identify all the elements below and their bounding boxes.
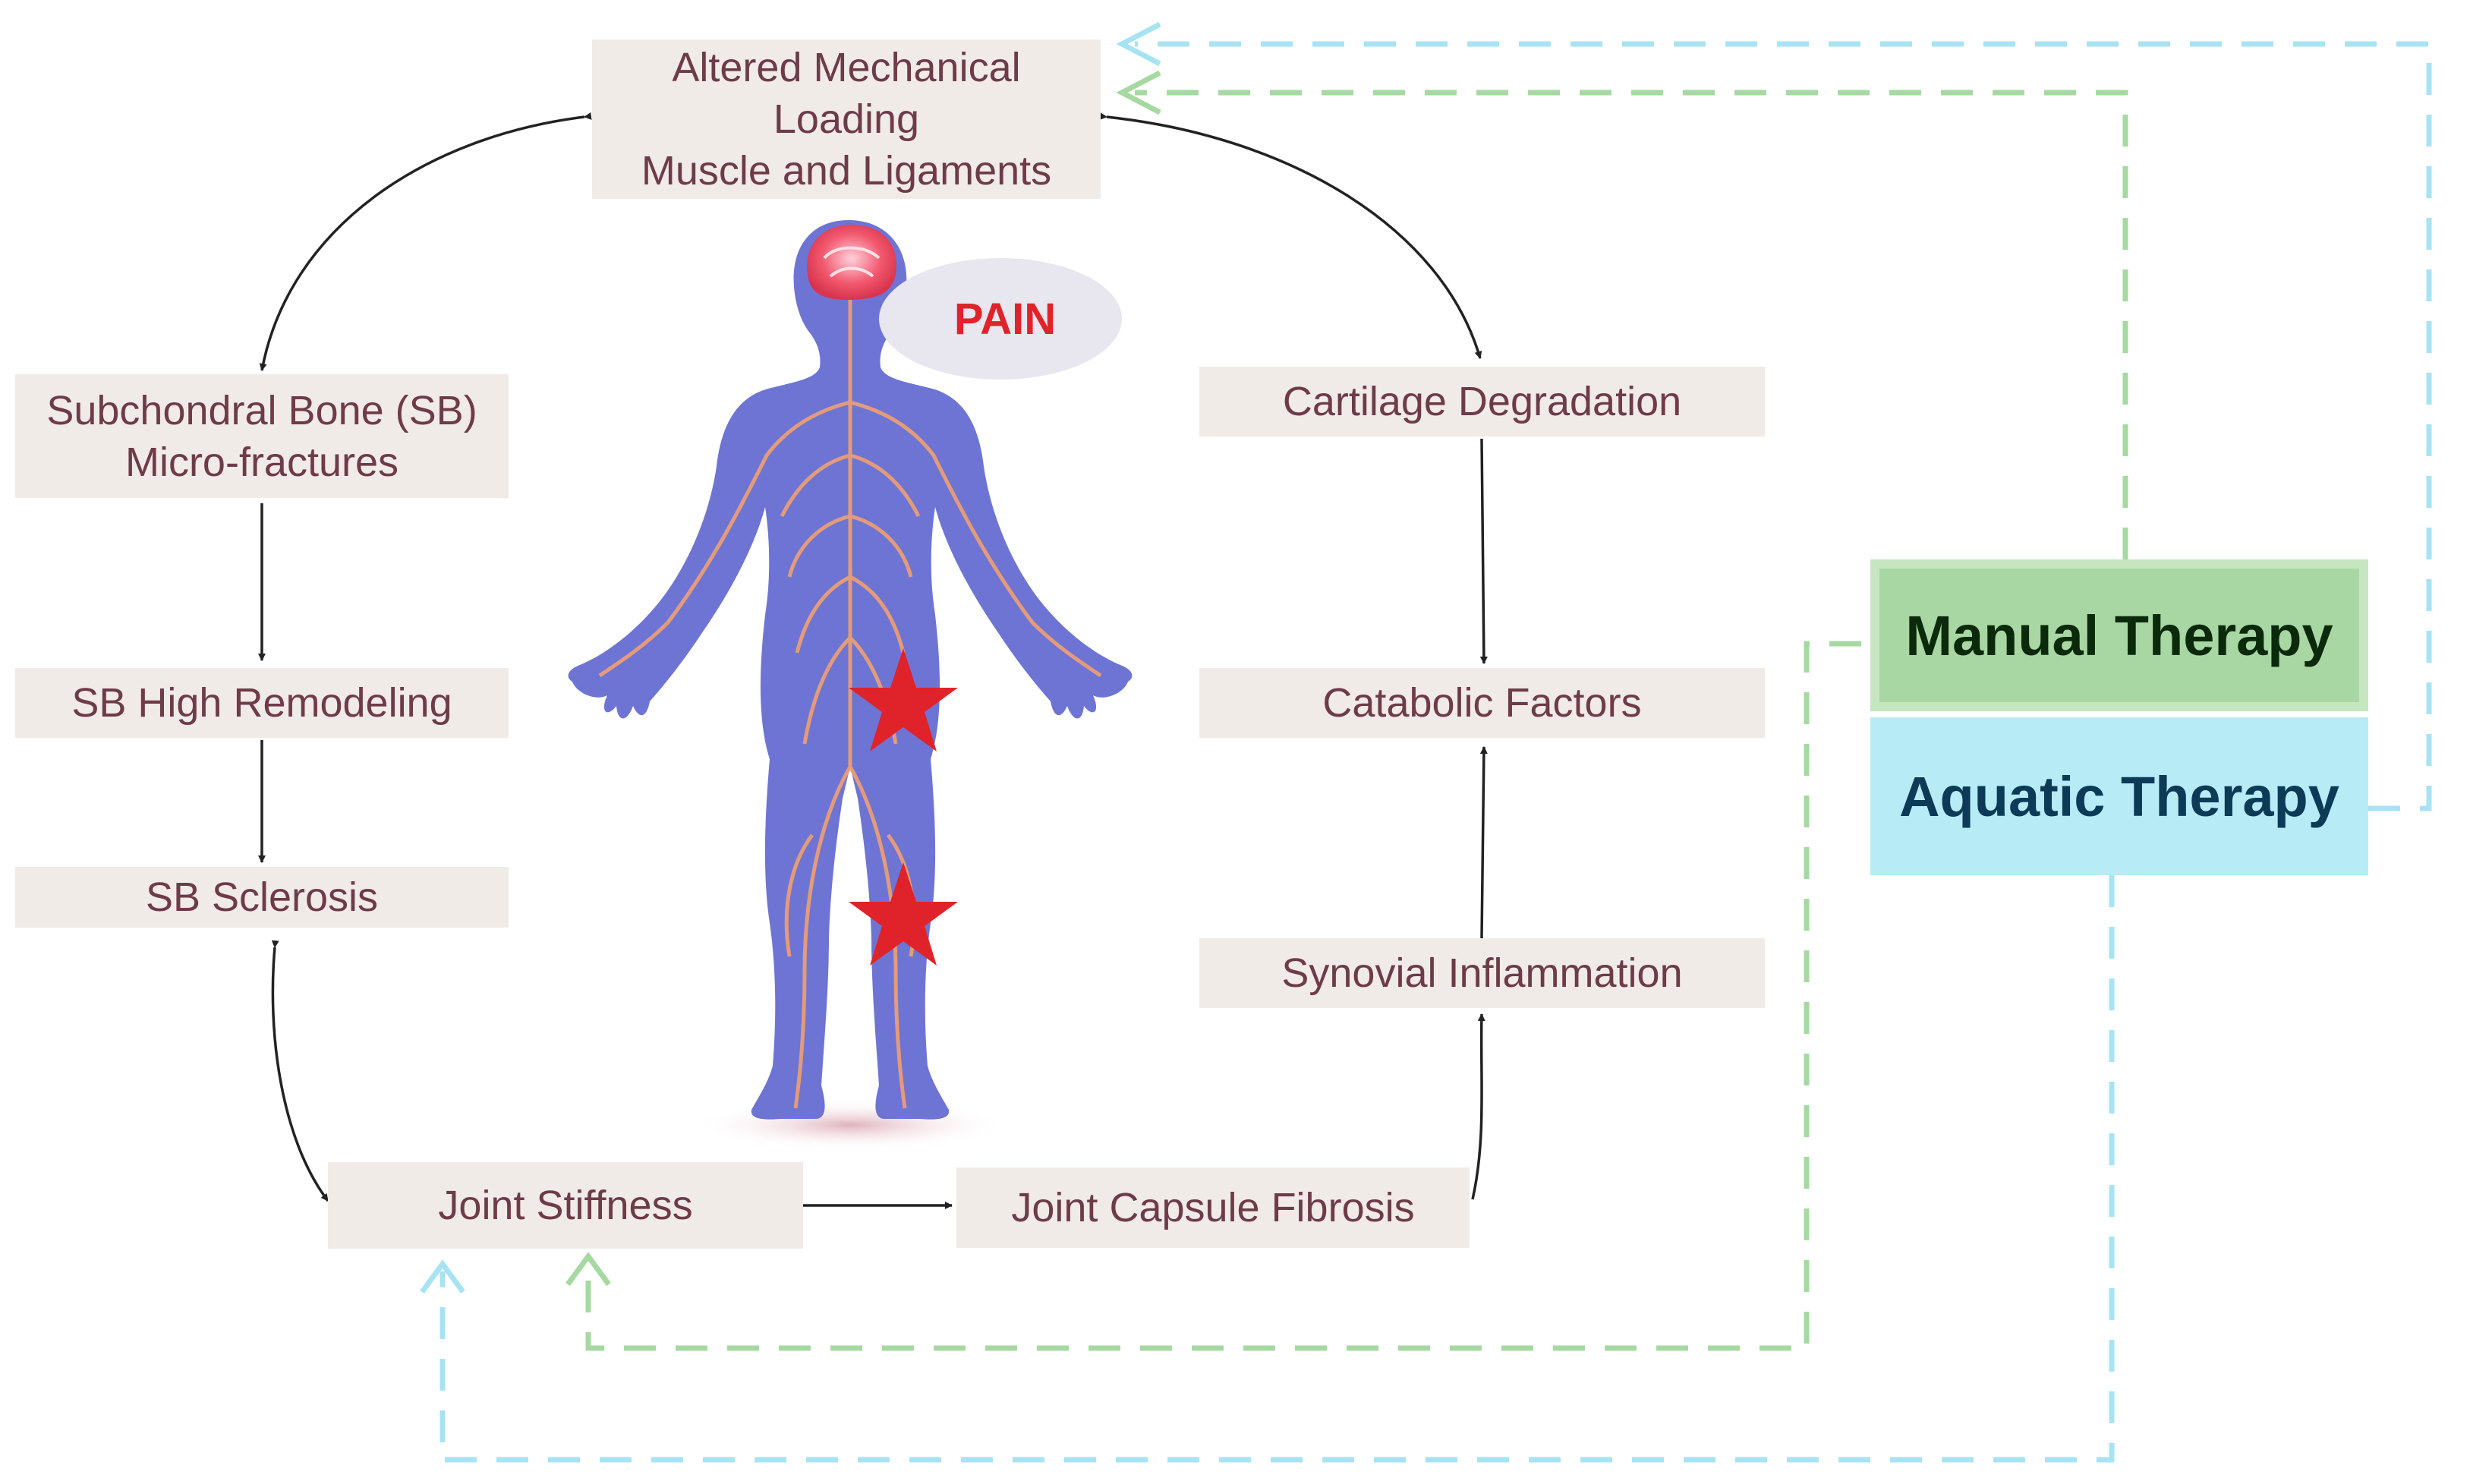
pain-bubble-icon xyxy=(879,258,1122,380)
box-catabolic-factors: Catabolic Factors xyxy=(1199,668,1765,738)
flow-arrows xyxy=(258,112,1488,1209)
manual-therapy-arrowheads xyxy=(566,70,1161,1287)
aquatic-line-to-stiffness xyxy=(439,875,2115,1463)
chevron-icon xyxy=(420,1259,465,1294)
arrow-cartilage-catabolic xyxy=(1479,438,1488,664)
human-body-nervous-system-icon xyxy=(568,220,1133,1151)
box-line: Synovial Inflammation xyxy=(1281,950,1683,996)
floor-shadow xyxy=(691,1099,1010,1151)
aquatic-line-to-loading xyxy=(1135,41,2432,811)
box-sb-high-remodeling: SB High Remodeling xyxy=(15,668,509,738)
arrow-loading-cartilage xyxy=(1099,112,1482,359)
box-line: SB High Remodeling xyxy=(71,680,452,726)
box-line: Catabolic Factors xyxy=(1322,680,1642,726)
box-line: Subchondral Bone (SB) xyxy=(46,387,477,433)
manual-therapy-box: Manual Therapy xyxy=(1870,559,2368,711)
box-synovial-inflammation: Synovial Inflammation xyxy=(1199,938,1765,1008)
box-line: Altered Mechanical xyxy=(672,45,1021,90)
box-sb-sclerosis: SB Sclerosis xyxy=(15,867,509,928)
arrow-fibrosis-synovial xyxy=(1471,1013,1485,1200)
aquatic-therapy-arrowheads xyxy=(420,21,1161,1294)
star-icon xyxy=(849,648,958,751)
box-joint-capsule-fibrosis: Joint Capsule Fibrosis xyxy=(956,1167,1470,1248)
manual-line-to-loading xyxy=(1135,90,2128,559)
chevron-icon xyxy=(1116,21,1161,67)
arrow-synovial-catabolic xyxy=(1479,746,1488,939)
brain-folds xyxy=(823,246,881,278)
box-cartilage-degradation: Cartilage Degradation xyxy=(1199,367,1765,436)
box-joint-stiffness: Joint Stiffness xyxy=(328,1162,803,1249)
box-line: Joint Capsule Fibrosis xyxy=(1011,1185,1415,1230)
box-subchondral-bone-microfractures: Subchondral Bone (SB) Micro-fractures xyxy=(15,374,509,498)
chevron-icon xyxy=(566,1252,611,1287)
brain-icon xyxy=(807,225,896,300)
manual-therapy-connectors xyxy=(585,90,2128,1351)
box-altered-mechanical-loading: Altered Mechanical Loading Muscle and Li… xyxy=(592,39,1101,199)
pain-label: PAIN xyxy=(953,294,1057,344)
nerve-network xyxy=(598,288,1102,1109)
box-line: Joint Stiffness xyxy=(438,1183,693,1228)
arrow-loading-subchondral xyxy=(259,112,592,371)
box-line: Micro-fractures xyxy=(124,439,399,485)
box-line: Muscle and Ligaments xyxy=(641,148,1052,194)
chevron-icon xyxy=(1116,70,1161,115)
star-icon xyxy=(849,862,958,966)
box-line: SB Sclerosis xyxy=(145,874,379,920)
aquatic-therapy-connectors xyxy=(439,41,2432,1463)
box-line: Cartilage Degradation xyxy=(1282,379,1682,424)
box-line: Loading xyxy=(773,96,920,142)
arrow-sclerosis-stiffness xyxy=(271,940,329,1202)
aquatic-therapy-box: Aquatic Therapy xyxy=(1870,717,2368,875)
